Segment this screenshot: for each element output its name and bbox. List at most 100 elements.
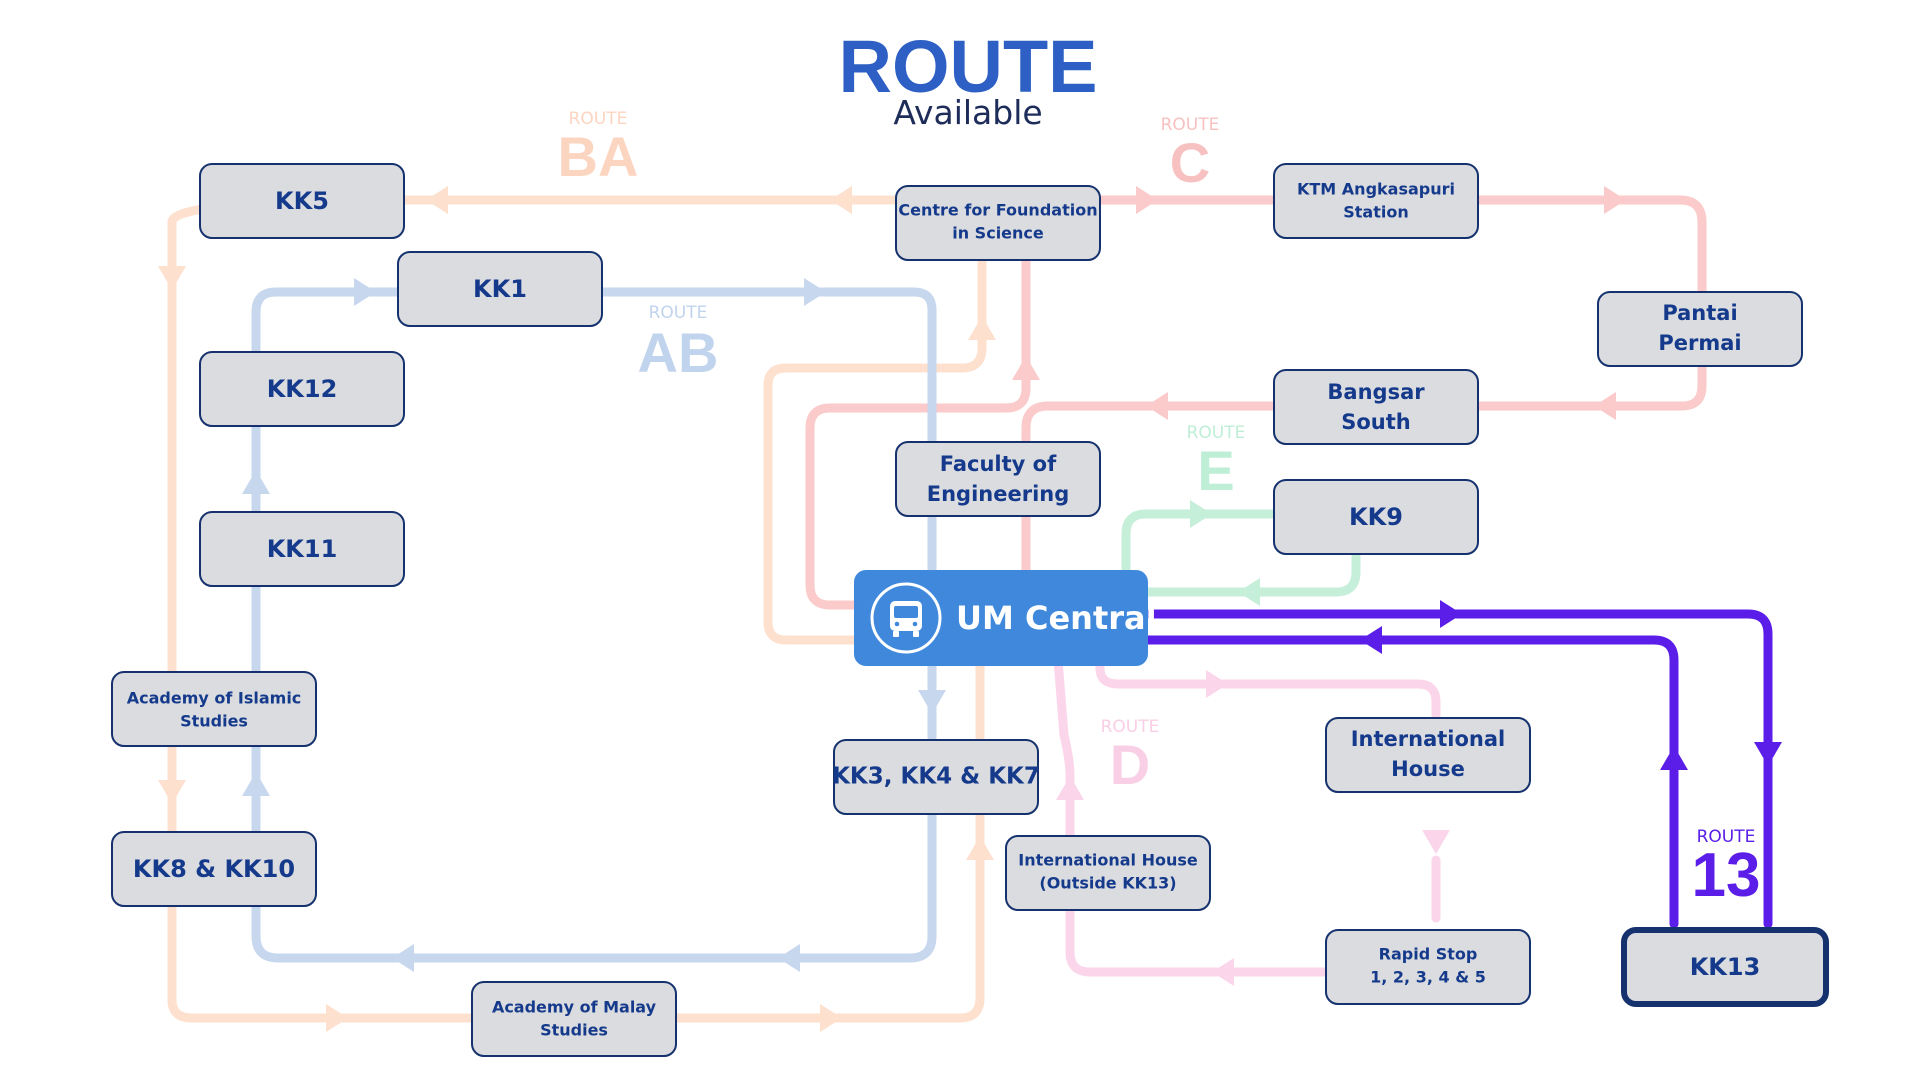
route-e-arrows	[1190, 500, 1260, 606]
route-d-arrows	[1056, 670, 1450, 986]
svg-text:KK9: KK9	[1349, 503, 1403, 531]
arrow-right-icon	[326, 1004, 348, 1032]
svg-text:International House: International House	[1018, 851, 1198, 870]
stop-kk5[interactable]: KK5	[199, 163, 405, 239]
svg-text:House: House	[1391, 757, 1465, 781]
arrow-left-icon	[1212, 958, 1234, 986]
arrow-down-icon	[1422, 830, 1450, 854]
svg-text:ROUTE: ROUTE	[569, 109, 628, 129]
stop-kk13[interactable]: KK13	[1621, 927, 1829, 1007]
stop-pantai-permai[interactable]: Pantai Permai	[1597, 291, 1803, 367]
svg-text:Academy of Malay: Academy of Malay	[492, 998, 657, 1017]
stop-international-house-outside-kk13[interactable]: International House (Outside KK13)	[1005, 835, 1211, 911]
stop-academy-of-islamic-studies[interactable]: Academy of Islamic Studies	[111, 671, 317, 747]
route-label-ab: ROUTE AB	[638, 303, 719, 384]
svg-text:ROUTE: ROUTE	[1101, 717, 1160, 737]
arrow-right-icon	[820, 1004, 842, 1032]
route-c-arrows	[1012, 186, 1626, 420]
arrow-up-icon	[1660, 746, 1688, 770]
svg-text:Pantai: Pantai	[1662, 301, 1737, 325]
svg-text:KK1: KK1	[473, 275, 527, 303]
svg-text:Faculty of: Faculty of	[940, 452, 1057, 476]
stop-kk3-kk4-kk7[interactable]: KK3, KK4 & KK7	[832, 739, 1040, 815]
svg-text:KK5: KK5	[275, 187, 329, 215]
arrow-up-icon	[966, 836, 994, 860]
svg-text:Rapid Stop: Rapid Stop	[1379, 945, 1478, 964]
svg-text:ROUTE: ROUTE	[1187, 423, 1246, 443]
stop-bangsar-south[interactable]: Bangsar South	[1273, 369, 1479, 445]
arrow-up-icon	[1012, 356, 1040, 380]
route-label-13: ROUTE 13	[1692, 827, 1761, 910]
hub-um-central[interactable]: UM Central	[854, 570, 1157, 666]
svg-text:in Science: in Science	[952, 224, 1044, 243]
route-label-c: ROUTE C	[1161, 115, 1220, 194]
svg-text:E: E	[1197, 439, 1234, 502]
stop-ktm-angkasapuri-station[interactable]: KTM Angkasapuri Station	[1273, 163, 1479, 239]
svg-text:KTM Angkasapuri: KTM Angkasapuri	[1297, 180, 1455, 199]
stop-kk9[interactable]: KK9	[1273, 479, 1479, 555]
arrow-left-icon	[1360, 626, 1382, 654]
svg-text:Permai: Permai	[1658, 331, 1741, 355]
route-label-e: ROUTE E	[1187, 423, 1246, 502]
stop-international-house[interactable]: International House	[1325, 717, 1531, 793]
arrow-right-icon	[1440, 600, 1462, 628]
route-ab-line	[251, 287, 937, 963]
route-c-line	[805, 195, 1707, 610]
svg-text:13: 13	[1692, 841, 1761, 910]
svg-text:D: D	[1110, 733, 1150, 796]
route-d-line	[1053, 655, 1441, 977]
arrow-right-icon	[804, 278, 826, 306]
route-label-d: ROUTE D	[1101, 717, 1160, 796]
svg-text:Centre for Foundation: Centre for Foundation	[898, 201, 1097, 220]
svg-text:ROUTE: ROUTE	[1697, 827, 1756, 847]
arrow-up-icon	[1056, 776, 1084, 800]
svg-text:ROUTE: ROUTE	[649, 303, 708, 323]
arrow-right-icon	[1136, 186, 1158, 214]
hub-label: UM Central	[956, 599, 1157, 637]
svg-text:South: South	[1341, 410, 1411, 434]
stop-rapid-stop[interactable]: Rapid Stop 1, 2, 3, 4 & 5	[1325, 929, 1531, 1005]
title-available: Available	[893, 93, 1042, 132]
arrow-left-icon	[778, 944, 800, 972]
svg-text:Studies: Studies	[540, 1021, 608, 1040]
arrow-right-icon	[1190, 500, 1212, 528]
arrow-right-icon	[1604, 186, 1626, 214]
arrow-up-icon	[242, 470, 270, 494]
arrow-up-icon	[968, 316, 996, 340]
svg-text:Bangsar: Bangsar	[1327, 380, 1425, 404]
svg-text:KK13: KK13	[1690, 953, 1761, 981]
svg-text:KK11: KK11	[267, 535, 338, 563]
svg-text:Studies: Studies	[180, 712, 248, 731]
stop-kk1[interactable]: KK1	[397, 251, 603, 327]
arrow-left-icon	[830, 186, 852, 214]
stop-kk11[interactable]: KK11	[199, 511, 405, 587]
arrow-left-icon	[1146, 392, 1168, 420]
svg-text:Station: Station	[1343, 203, 1408, 222]
arrow-right-icon	[354, 278, 376, 306]
route-13-line	[1135, 609, 1773, 929]
svg-text:ROUTE: ROUTE	[1161, 115, 1220, 135]
arrow-up-icon	[242, 772, 270, 796]
stop-kk8-kk10[interactable]: KK8 & KK10	[111, 831, 317, 907]
route-e-line	[1121, 509, 1361, 597]
stop-kk12[interactable]: KK12	[199, 351, 405, 427]
arrow-left-icon	[392, 944, 414, 972]
arrow-left-icon	[1594, 392, 1616, 420]
arrow-right-icon	[1206, 670, 1228, 698]
svg-text:AB: AB	[638, 321, 719, 384]
svg-text:C: C	[1170, 131, 1210, 194]
title-route: ROUTE	[839, 25, 1098, 108]
svg-text:Engineering: Engineering	[927, 482, 1070, 506]
arrow-down-icon	[918, 690, 946, 714]
hub-box	[854, 570, 1148, 666]
arrow-left-icon	[1238, 578, 1260, 606]
svg-text:(Outside KK13): (Outside KK13)	[1039, 874, 1176, 893]
stop-centre-for-foundation-in-science[interactable]: Centre for Foundation in Science	[895, 185, 1101, 261]
route-ab-arrows	[242, 278, 946, 972]
arrow-left-icon	[426, 186, 448, 214]
stop-faculty-of-engineering[interactable]: Faculty of Engineering	[895, 441, 1101, 517]
route-label-ba: ROUTE BA	[558, 109, 639, 188]
svg-text:1, 2, 3, 4 & 5: 1, 2, 3, 4 & 5	[1370, 968, 1486, 987]
stop-academy-of-malay-studies[interactable]: Academy of Malay Studies	[471, 981, 677, 1057]
